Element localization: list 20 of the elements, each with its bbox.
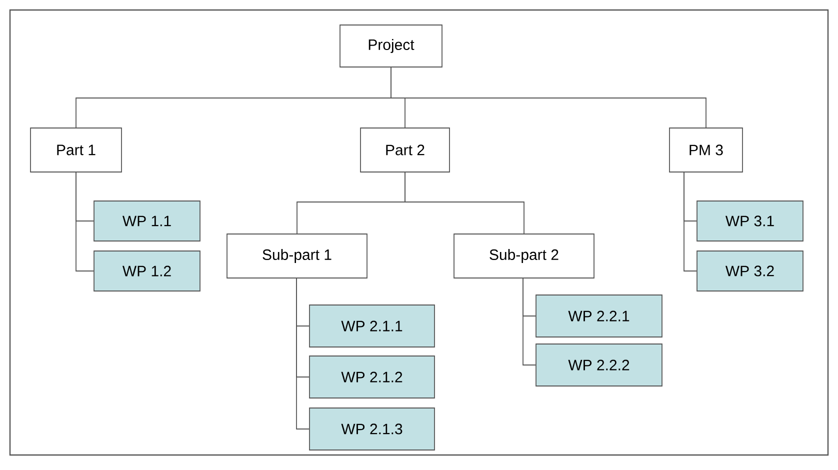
work-package-box: WP 2.1.3 <box>309 408 435 450</box>
work-package-box: WP 3.2 <box>696 250 804 292</box>
work-package-box: WP 2.2.1 <box>536 294 662 338</box>
work-package-box: WP 3.1 <box>696 200 804 242</box>
connector-line <box>76 172 94 272</box>
part-box: PM 3 <box>669 128 743 172</box>
connector-line <box>296 278 310 430</box>
part-box: Sub-part 1 <box>226 234 368 278</box>
connector-line <box>404 172 524 234</box>
part-box: Sub-part 2 <box>454 234 594 278</box>
work-package-box: WP 2.2.2 <box>536 344 662 386</box>
work-package-box: WP 1.2 <box>94 250 200 292</box>
connector-line <box>522 278 536 366</box>
part-box: Project <box>340 24 442 68</box>
work-package-box: WP 2.1.1 <box>309 304 435 348</box>
work-package-box: WP 1.1 <box>94 200 200 242</box>
connector-line <box>684 172 697 272</box>
part-box: Part 1 <box>30 128 122 172</box>
part-box: Part 2 <box>360 128 450 172</box>
work-package-box: WP 2.1.2 <box>309 356 435 398</box>
